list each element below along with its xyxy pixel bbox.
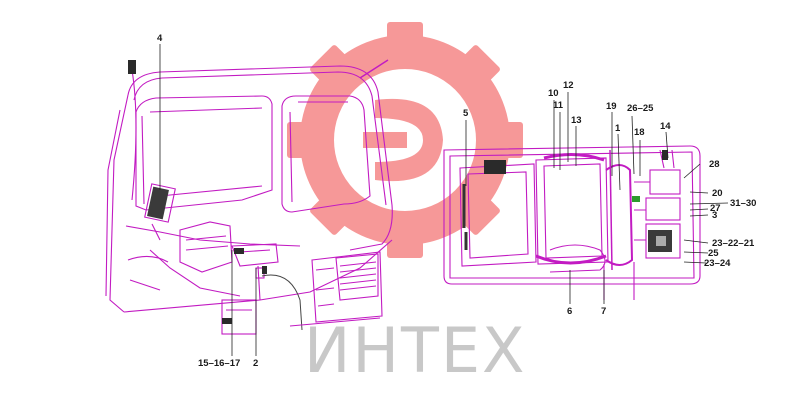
watermark-text: ИНТЕХ xyxy=(304,314,527,387)
callout-20: 20 xyxy=(712,188,723,199)
callout-1: 1 xyxy=(615,123,621,134)
top-view-dark-parts xyxy=(484,150,672,252)
leader-lines xyxy=(159,44,729,356)
callout-10: 10 xyxy=(548,88,559,99)
callout-23-22-21: 23–22–21 xyxy=(712,238,755,249)
callout-11: 11 xyxy=(553,100,564,111)
callout-18: 18 xyxy=(634,127,645,138)
cab-top-view xyxy=(443,145,701,300)
cab-dark-parts xyxy=(128,60,267,324)
callout-12: 12 xyxy=(563,80,574,91)
callout-31-30: 31–30 xyxy=(730,198,756,209)
callout-19: 19 xyxy=(606,101,617,112)
callout-7: 7 xyxy=(601,306,606,317)
callout-6: 6 xyxy=(567,306,572,317)
callout-3: 3 xyxy=(712,210,717,221)
callout-labels: 4 5 10 11 12 13 19 26–25 1 18 14 28 20 3… xyxy=(157,33,756,369)
callout-14: 14 xyxy=(660,121,671,132)
callout-13: 13 xyxy=(571,115,582,126)
callout-5: 5 xyxy=(463,108,469,119)
callout-28: 28 xyxy=(709,159,720,170)
callout-27: 27 xyxy=(710,203,721,214)
callout-26-25: 26–25 xyxy=(627,103,654,114)
callout-25: 25 xyxy=(708,248,719,259)
gear-logo-watermark xyxy=(287,22,523,258)
callout-15-16-17: 15–16–17 xyxy=(198,358,240,369)
callout-4: 4 xyxy=(157,33,163,44)
callout-2: 2 xyxy=(253,358,258,369)
callout-23-24: 23–24 xyxy=(704,258,731,269)
